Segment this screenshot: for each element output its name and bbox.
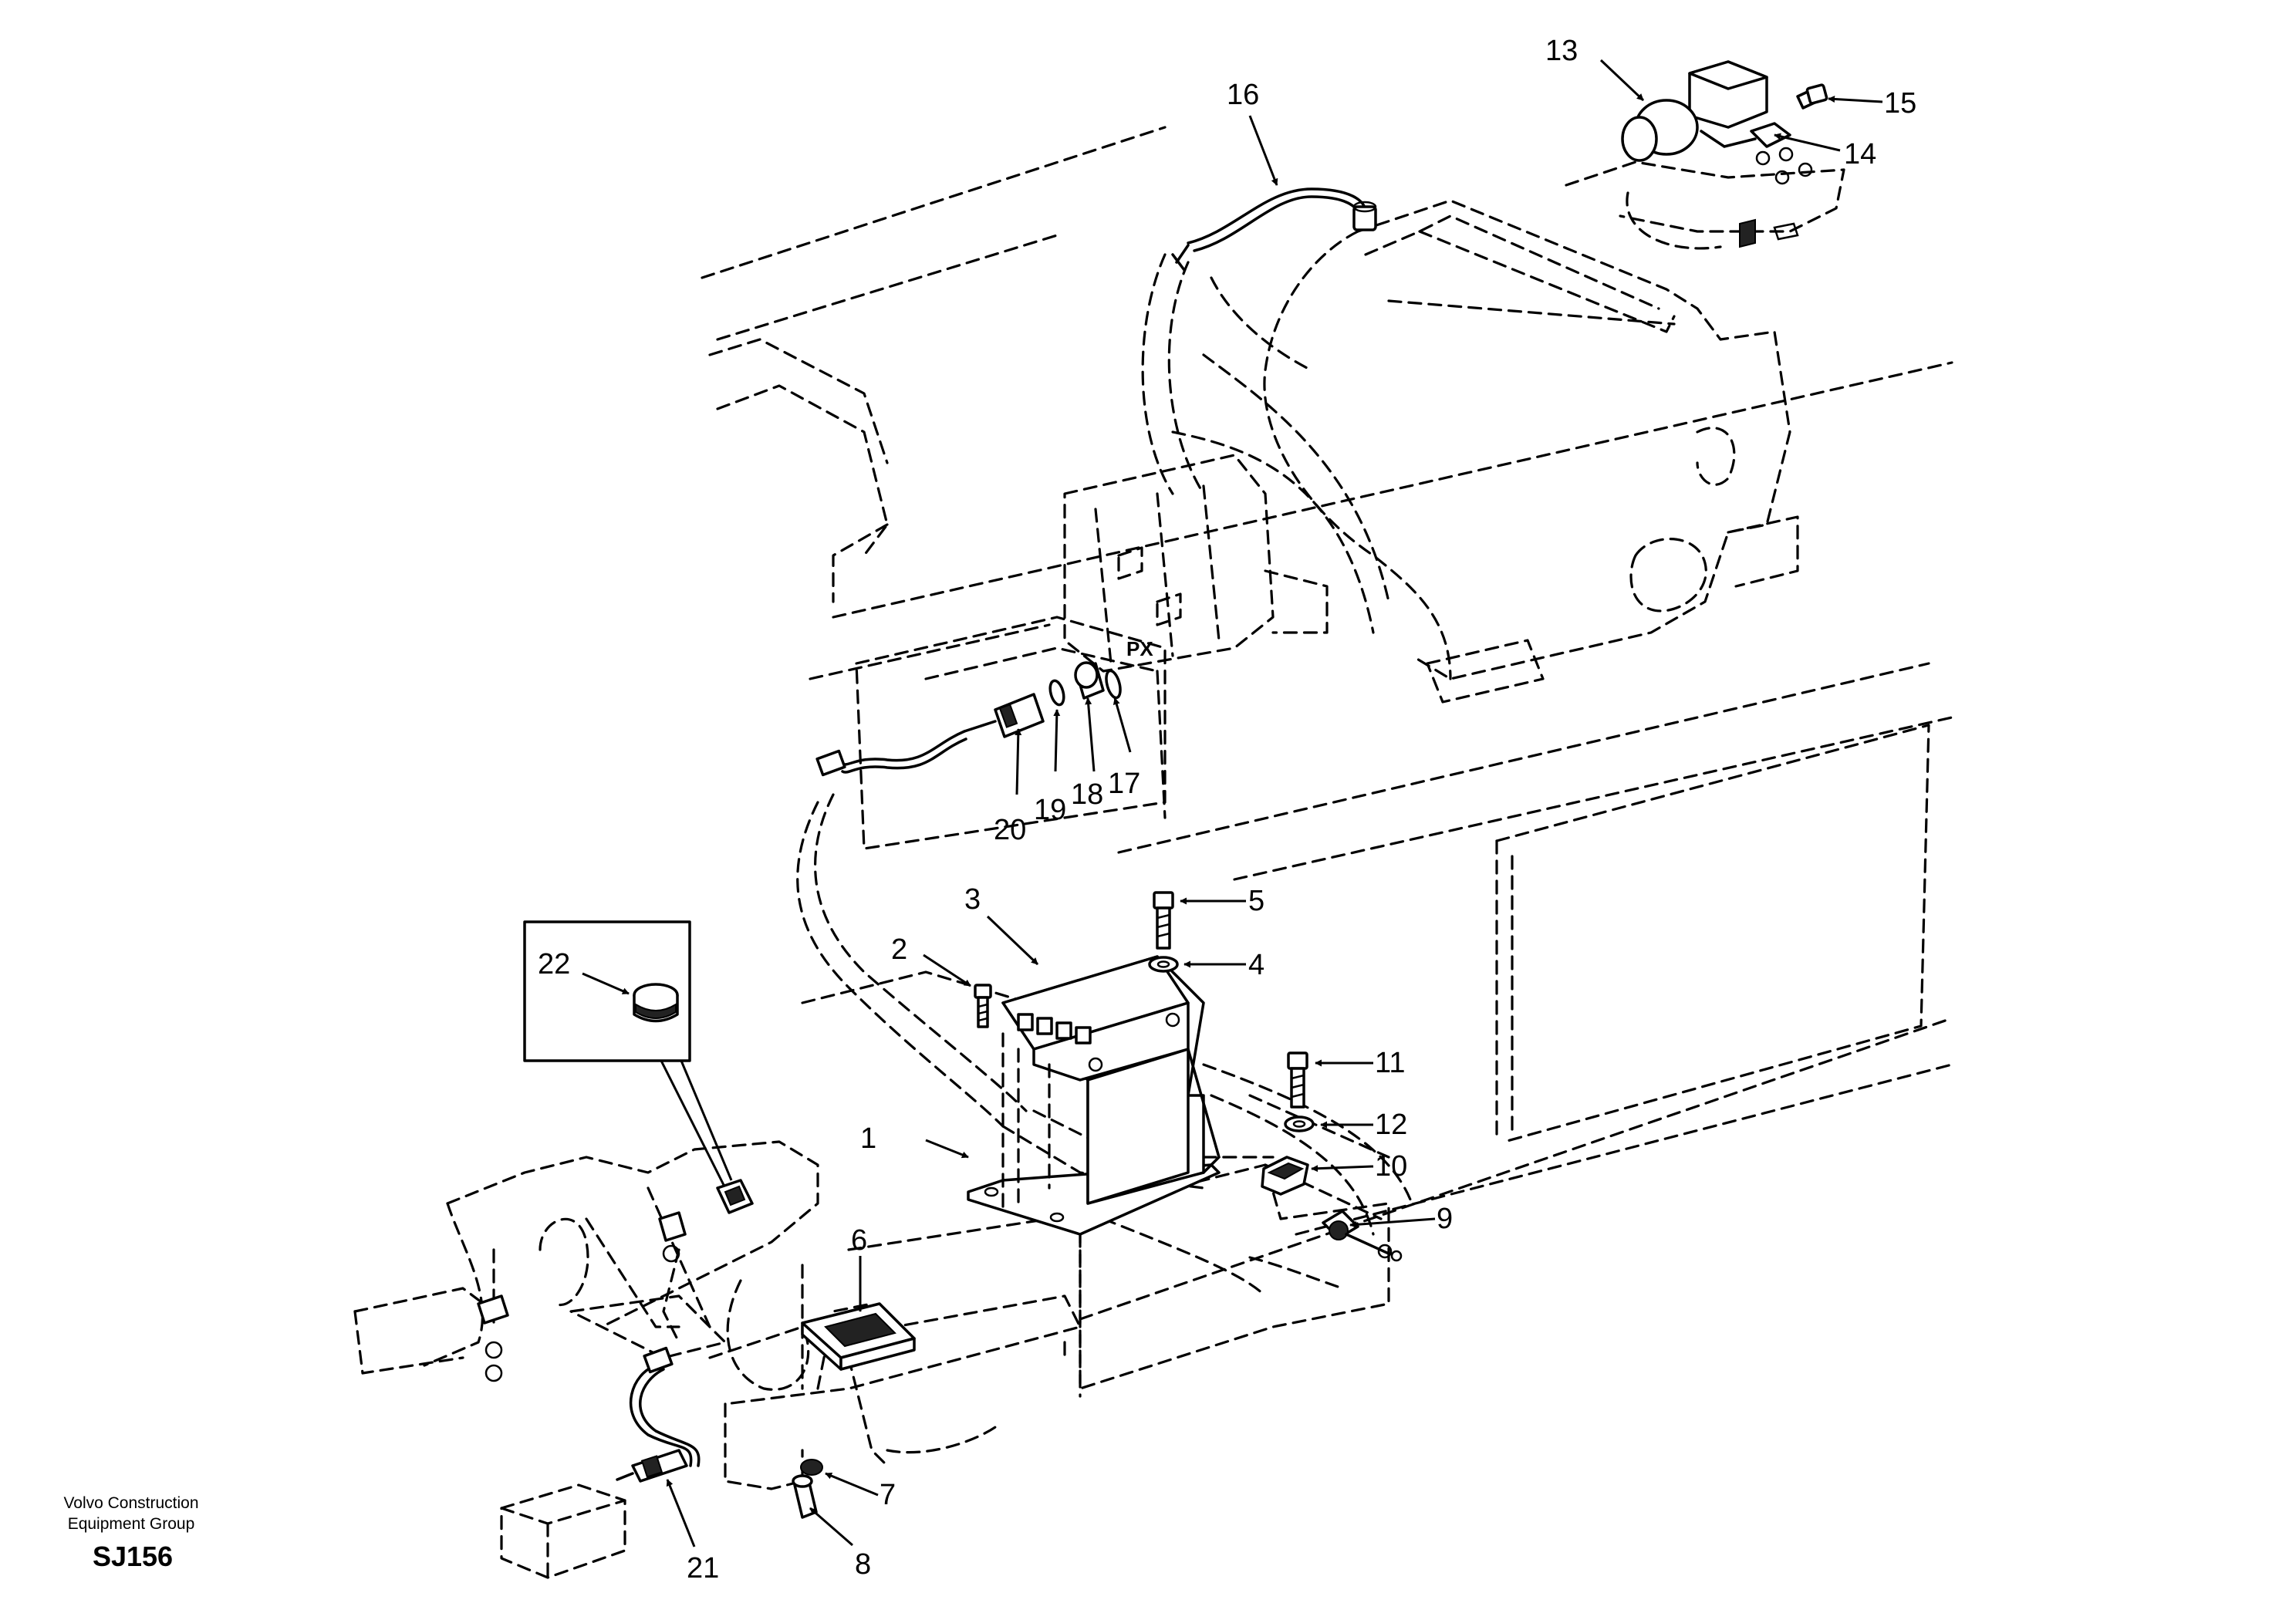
callout-6: 6 [851, 1224, 867, 1257]
callout-13: 13 [1545, 35, 1578, 67]
callout-12: 12 [1375, 1109, 1407, 1141]
callout-16: 16 [1227, 79, 1259, 111]
part-7-washer [800, 1459, 823, 1476]
part-3-control-box [1001, 955, 1221, 1213]
part-22-cap [633, 983, 679, 1023]
part-2-bolt [974, 984, 992, 1028]
callout-5: 5 [1248, 885, 1264, 917]
part-20-pressure-switch [815, 693, 1045, 777]
port-label-px: PX [1126, 637, 1153, 660]
part-21-sensor [616, 1346, 701, 1483]
callout-15: 15 [1884, 87, 1916, 120]
part-4-washer [1148, 956, 1179, 973]
part-11-bolt [1287, 1051, 1308, 1109]
callout-11: 11 [1375, 1047, 1405, 1079]
callout-leaders [582, 59, 1883, 1547]
part-14-plate [1739, 122, 1813, 248]
part-9-key-switch [1322, 1210, 1403, 1262]
callout-3: 3 [964, 883, 981, 916]
callout-2: 2 [891, 933, 907, 966]
callout-7: 7 [880, 1479, 896, 1511]
part-6-panel [801, 1302, 916, 1371]
callout-21: 21 [687, 1552, 719, 1585]
part-19-oring [1048, 679, 1065, 707]
part-5-bolt [1153, 891, 1174, 950]
callout-9: 9 [1437, 1203, 1453, 1235]
part-16-cable [1171, 187, 1377, 272]
callout-4: 4 [1248, 949, 1264, 981]
part-18-adapter [1074, 661, 1105, 700]
part-17-oring [1105, 669, 1122, 700]
callout-19: 19 [1034, 794, 1066, 826]
callout-10: 10 [1375, 1150, 1407, 1183]
callout-8: 8 [855, 1548, 871, 1581]
drawing-code: SJ156 [93, 1541, 173, 1572]
part-10-block [1261, 1156, 1309, 1196]
callout-14: 14 [1844, 138, 1876, 170]
callout-22: 22 [538, 948, 570, 980]
part-13-solenoid [1621, 60, 1768, 162]
callout-20: 20 [994, 814, 1026, 846]
callout-numbers: 1 2 3 4 5 6 7 8 9 10 11 12 13 14 15 16 1… [538, 35, 1916, 1585]
callout-17: 17 [1108, 768, 1140, 800]
company-name-line2: Equipment Group [68, 1515, 195, 1533]
dashed-machine-frame [353, 126, 1953, 1579]
cab-switch-cluster [477, 1179, 754, 1382]
part-12-washer [1284, 1115, 1315, 1132]
part-15-screw [1796, 83, 1828, 110]
footer-block: Volvo Construction Equipment Group SJ156 [63, 1494, 198, 1572]
callout-1: 1 [860, 1122, 876, 1155]
company-name-line1: Volvo Construction [63, 1494, 198, 1512]
callout-18: 18 [1071, 778, 1103, 811]
